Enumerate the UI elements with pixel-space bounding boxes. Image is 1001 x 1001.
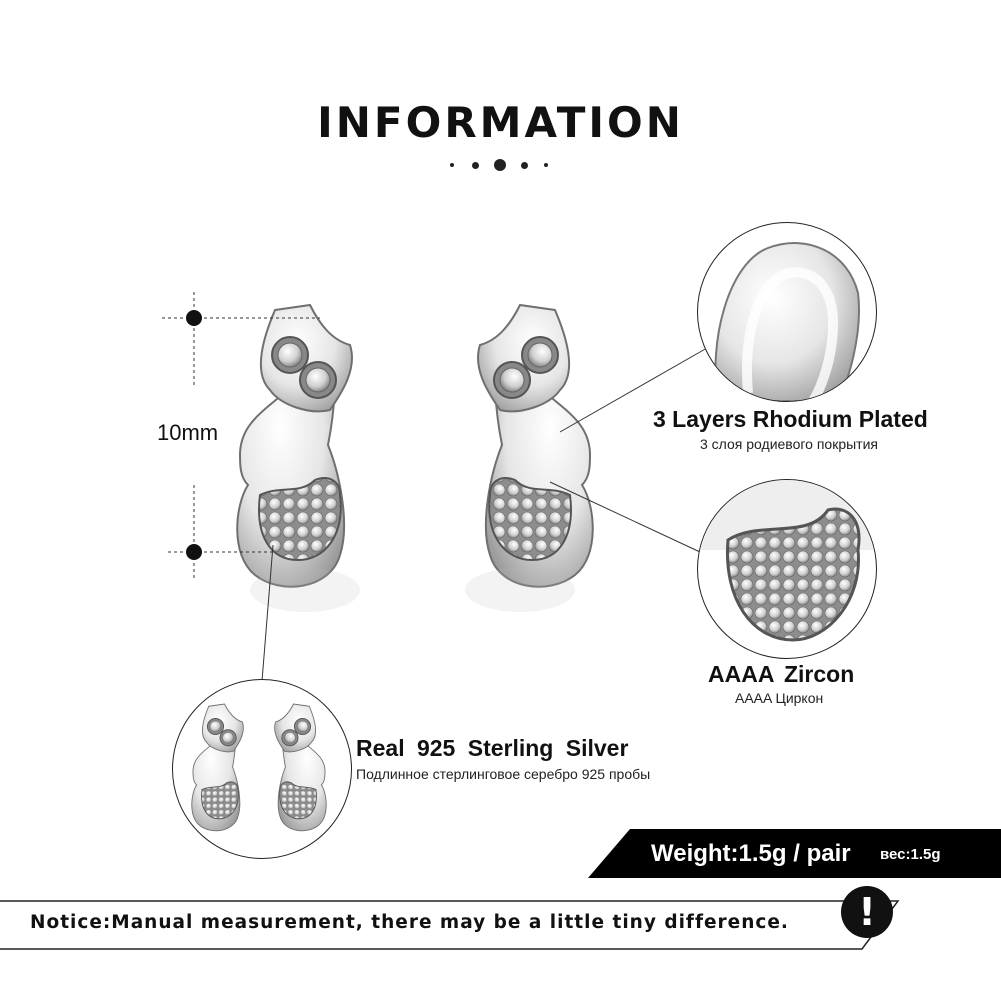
feature-silver-subtitle: Подлинное стерлинговое серебро 925 пробы [356,766,651,782]
dimension-label: 10mm [157,420,219,445]
weight-sub-label: вес:1.5g [880,846,941,863]
weight-label: Weight:1.5g / pair [651,840,851,867]
feature-rhodium-title: 3 Layers Rhodium Plated [653,406,928,432]
rhodium-detail-image [697,222,877,402]
feature-silver-title: Real 925 Sterling Silver [356,735,629,761]
feature-zircon-title: AAAA Zircon [708,661,855,687]
callout-lines [261,347,708,682]
feature-zircon-subtitle: AAAA Циркон [735,690,824,706]
earring-left [236,304,353,588]
exclamation-icon: ! [841,886,893,938]
zircon-detail-image [697,479,877,659]
silver-detail-image [172,679,352,859]
dimension-bottom-marker [186,544,202,560]
page-title: INFORMATION [317,98,684,147]
feature-rhodium-subtitle: 3 слоя родиевого покрытия [700,436,878,452]
dimension-top-marker [186,310,202,326]
notice-text: Notice:Manual measurement, there may be … [30,912,789,933]
weight-banner [588,829,1001,878]
earring-right [477,304,594,588]
dots-divider-icon [450,158,552,172]
